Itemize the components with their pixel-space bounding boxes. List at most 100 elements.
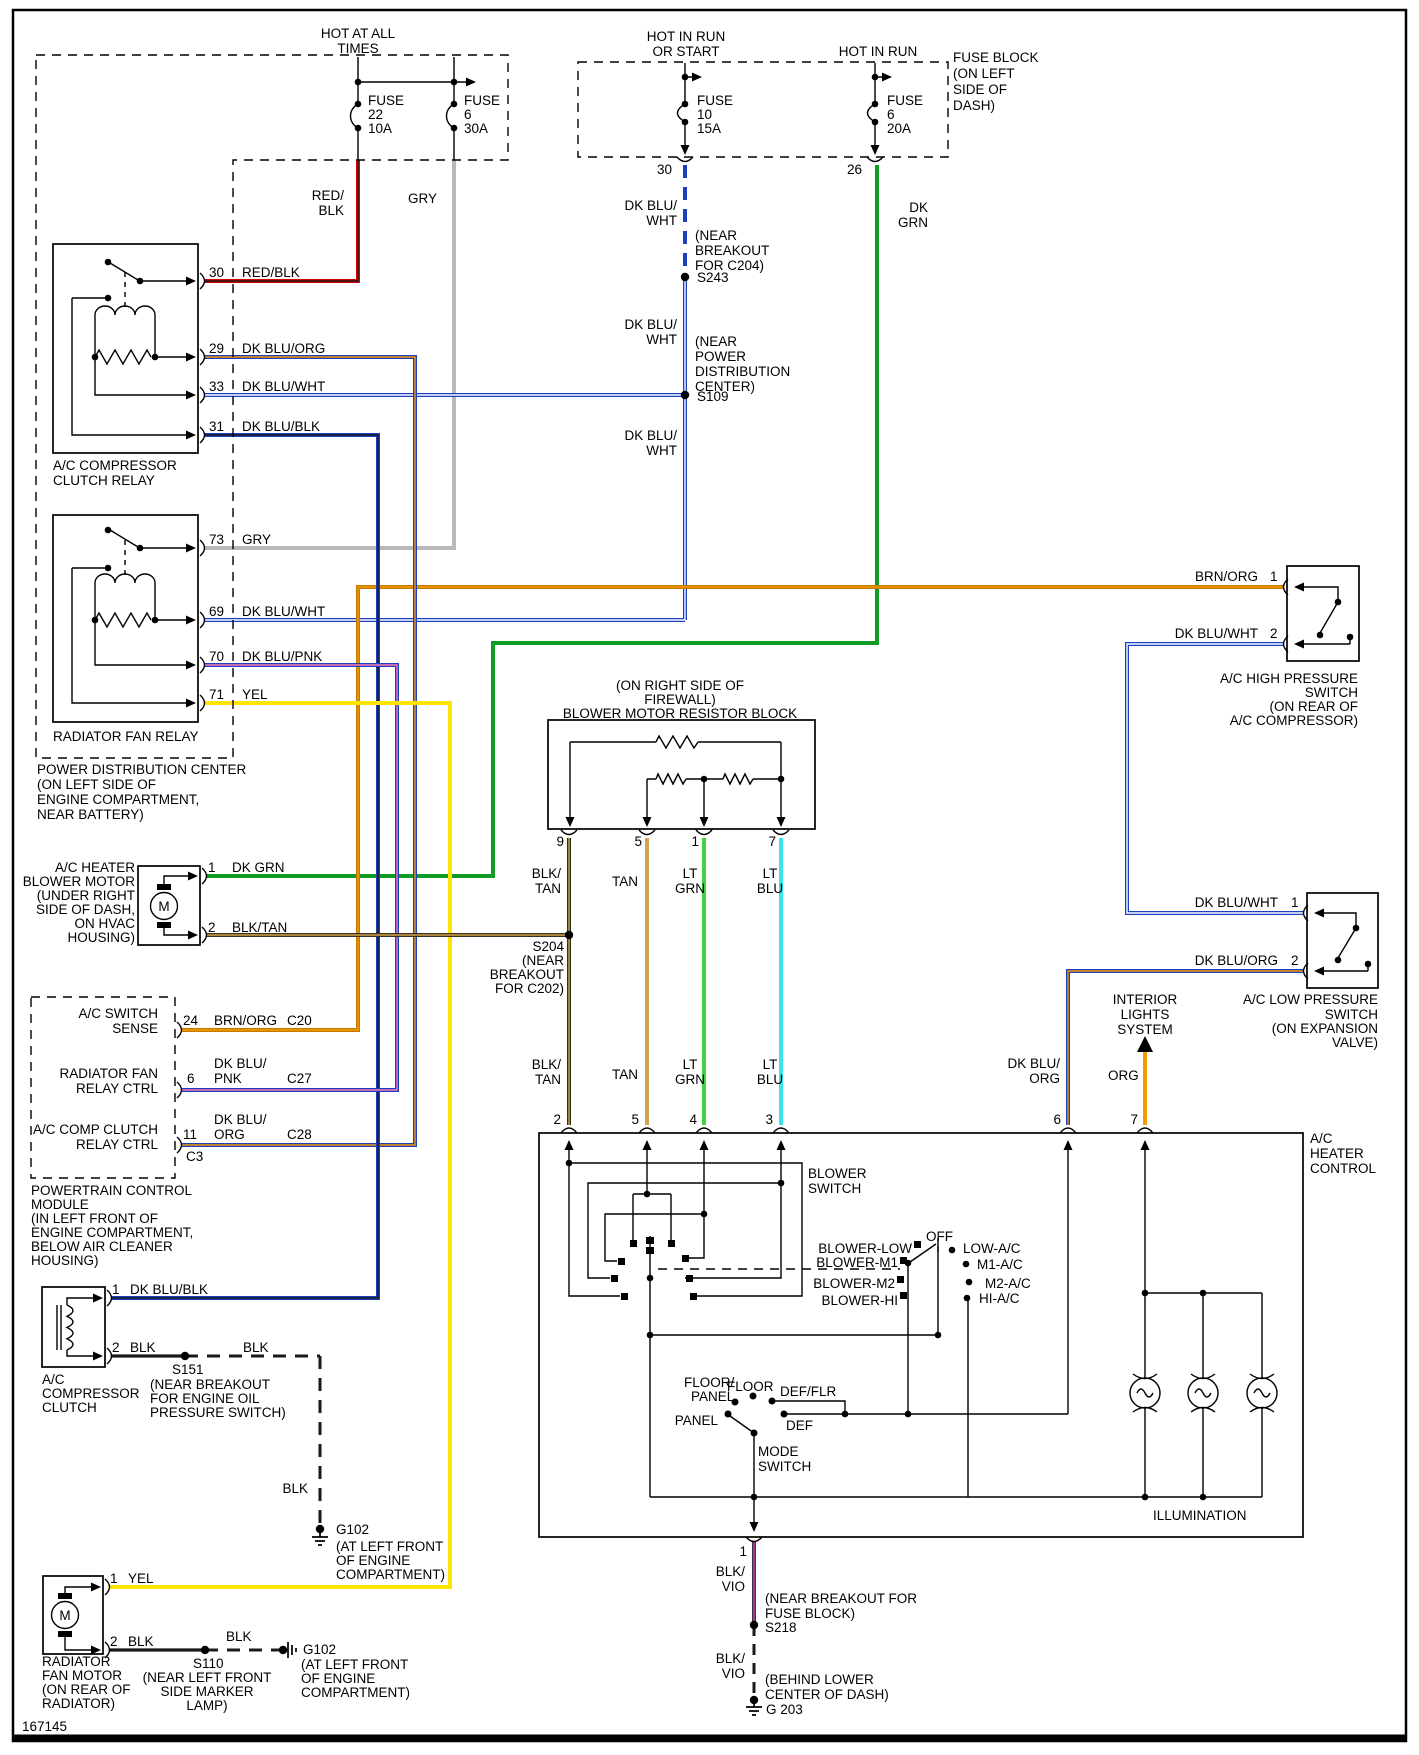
hp-box bbox=[1286, 565, 1360, 662]
pdc-label-2: (ON LEFT SIDE OF bbox=[37, 777, 156, 792]
lp-label-2: SWITCH bbox=[1325, 1007, 1378, 1022]
wire-gry bbox=[204, 160, 456, 550]
s110-loc: (NEAR LEFT FRONT bbox=[143, 1670, 272, 1685]
pin-24: 24 bbox=[183, 1013, 199, 1028]
hot-at-all-times: HOT AT ALL bbox=[321, 26, 396, 41]
clutch-label-3: CLUTCH bbox=[42, 1400, 97, 1415]
s151-id: S151 bbox=[172, 1362, 204, 1377]
junction bbox=[871, 73, 879, 81]
mode-floor-panel-2: PANEL bbox=[691, 1389, 735, 1404]
junction bbox=[1199, 1289, 1207, 1297]
res-pin-5: 5 bbox=[634, 834, 642, 849]
motor-box bbox=[137, 865, 201, 946]
s109-loc-3: DISTRIBUTION bbox=[695, 364, 790, 379]
resistor-junction bbox=[777, 775, 785, 783]
pdc-label-3: ENGINE COMPARTMENT, bbox=[37, 792, 199, 807]
pin-69-number: 69 bbox=[209, 604, 224, 619]
pcm-label-6: HOUSING) bbox=[31, 1253, 99, 1268]
lamp-3 bbox=[1246, 1373, 1278, 1413]
resistor-pin-arrows bbox=[565, 817, 786, 827]
fuse-22-number: 22 bbox=[368, 107, 383, 122]
fuse-block-label: FUSE BLOCK bbox=[953, 50, 1039, 65]
lamp-filament bbox=[1249, 1373, 1275, 1413]
hp-contact bbox=[1334, 598, 1342, 606]
diagram-number: 167145 bbox=[22, 1719, 67, 1734]
pdc-label: POWER DISTRIBUTION CENTER bbox=[37, 762, 247, 777]
fuse-terminal bbox=[354, 100, 362, 108]
clutch-coil bbox=[56, 1297, 93, 1357]
contact-blower-low bbox=[914, 1241, 921, 1248]
ground-g102-symbol bbox=[312, 1529, 328, 1546]
contact-hi-ac bbox=[963, 1294, 971, 1302]
mode-def: DEF bbox=[786, 1418, 813, 1433]
fuse-6b-rating: 20A bbox=[887, 121, 911, 136]
pin-31-wire: DK BLU/BLK bbox=[242, 419, 320, 434]
illumination-label: ILLUMINATION bbox=[1153, 1508, 1247, 1523]
blower-switch-ladder bbox=[568, 1150, 969, 1497]
motor-m: M bbox=[158, 899, 169, 914]
motor-pin-lines bbox=[163, 875, 188, 936]
hp-pin2-wire: DK BLU/WHT bbox=[1175, 626, 1258, 641]
wiper-junction bbox=[646, 1274, 654, 1282]
contact-blower-m1 bbox=[900, 1257, 907, 1264]
relay-internals bbox=[71, 529, 186, 704]
relay-contact bbox=[104, 564, 112, 572]
s151-loc: (NEAR BREAKOUT bbox=[150, 1377, 270, 1392]
relay-contact bbox=[136, 544, 144, 552]
wire-label-gry: GRY bbox=[408, 191, 437, 206]
hot-in-run-or-start: HOT IN RUN bbox=[647, 29, 726, 44]
pin-6-wire-2: PNK bbox=[214, 1071, 242, 1086]
label-dk-grn: DK bbox=[909, 200, 928, 215]
hp-pin1-wire: BRN/ORG bbox=[1195, 569, 1258, 584]
lp-pin1: 1 bbox=[1291, 895, 1299, 910]
resistor-junction bbox=[700, 775, 708, 783]
control-label-2: HEATER bbox=[1310, 1146, 1364, 1161]
pin30-arrow bbox=[680, 145, 690, 155]
w-blk-tan-2: TAN bbox=[535, 881, 561, 896]
contact-def-flr bbox=[768, 1397, 776, 1405]
pin26-arrow bbox=[870, 145, 880, 155]
ac-compressor-clutch: 1 DK BLU/BLK 2 BLK BLK A/C COMPRESSOR CL… bbox=[41, 1282, 445, 1582]
ctl-pin-2: 2 bbox=[553, 1112, 561, 1127]
blower-motor-resistor-block: (ON RIGHT SIDE OF FIREWALL) BLOWER MOTOR… bbox=[490, 678, 816, 1087]
hp-label-3: (ON REAR OF bbox=[1269, 699, 1358, 714]
wires bbox=[109, 160, 1303, 1697]
pcm-row-fan: RADIATOR FAN bbox=[59, 1066, 158, 1081]
junction bbox=[354, 78, 362, 86]
pcm-pin-arcs bbox=[176, 1021, 183, 1154]
contact bbox=[690, 1293, 697, 1300]
wire-brn-org-stripe bbox=[182, 586, 1283, 1031]
pos-m1-ac: M1-A/C bbox=[977, 1257, 1023, 1272]
g102b-loc: (AT LEFT FRONT bbox=[301, 1657, 408, 1672]
hp-contact bbox=[1316, 631, 1324, 639]
fan-label-2: FAN MOTOR bbox=[42, 1668, 122, 1683]
lp-box bbox=[1306, 892, 1379, 989]
lp-pin-arrows bbox=[1314, 908, 1324, 976]
wiper-contact bbox=[646, 1247, 654, 1254]
fuse-22-label: FUSE bbox=[368, 93, 404, 108]
g102b-id: G102 bbox=[303, 1642, 336, 1657]
hot-at-all-times-2: TIMES bbox=[337, 41, 378, 56]
g102-loc-2: OF ENGINE bbox=[336, 1553, 410, 1568]
fuse-10-label: FUSE bbox=[697, 93, 733, 108]
contact-m2-ac bbox=[965, 1278, 973, 1286]
pdc-dashed-outline bbox=[35, 54, 509, 759]
blk-vio-label-2: VIO bbox=[722, 1579, 745, 1594]
s151-loc-2: FOR ENGINE OIL bbox=[150, 1391, 260, 1406]
control-pin-arcs-top bbox=[560, 1127, 1154, 1134]
label-dk-blu-wht-6: WHT bbox=[646, 443, 677, 458]
s243-loc: (NEAR bbox=[695, 228, 737, 243]
ctl-pin-1: 1 bbox=[739, 1544, 747, 1559]
pin-11-wire-2: ORG bbox=[214, 1127, 245, 1142]
hp-pin1: 1 bbox=[1270, 569, 1278, 584]
s110-loc-2: SIDE MARKER bbox=[160, 1684, 253, 1699]
fuse-block-label-4: DASH) bbox=[953, 98, 995, 113]
relay-coil-junction bbox=[151, 353, 159, 361]
pin-73-number: 73 bbox=[209, 532, 224, 547]
pos-blower-m2: BLOWER-M2 bbox=[813, 1276, 895, 1291]
ctl-pin-4: 4 bbox=[689, 1112, 697, 1127]
w-tan: TAN bbox=[612, 874, 638, 889]
lamp-1 bbox=[1129, 1373, 1161, 1413]
pin-11-conn: C28 bbox=[287, 1127, 312, 1142]
